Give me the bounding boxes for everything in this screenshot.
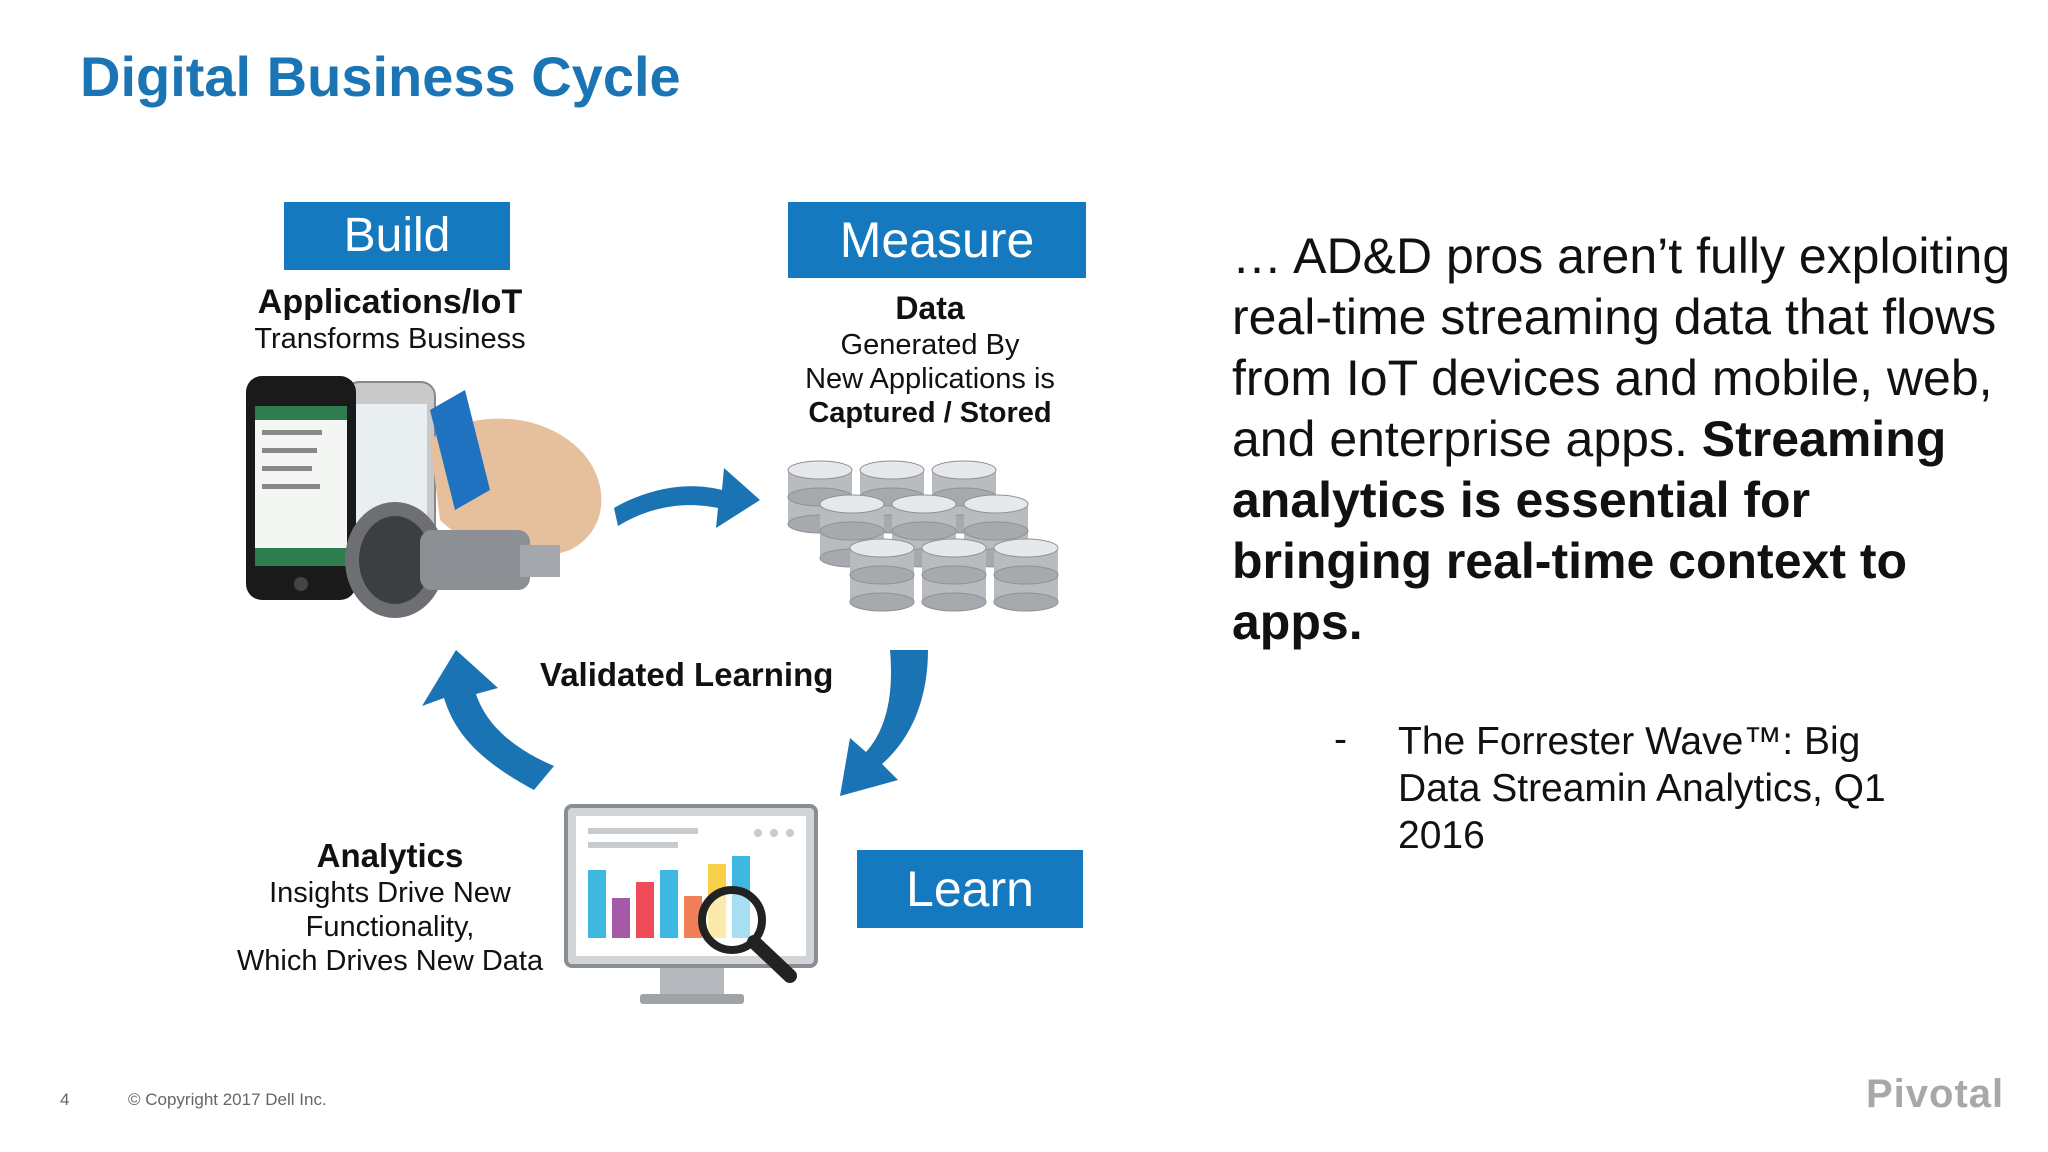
analytics-heading: Analytics bbox=[316, 837, 464, 874]
build-label-box: Build bbox=[284, 202, 510, 270]
build-description: Applications/IoT Transforms Business bbox=[230, 282, 550, 356]
database-cylinder-icon bbox=[921, 538, 987, 612]
page-number: 4 bbox=[60, 1090, 70, 1109]
build-heading: Applications/IoT bbox=[257, 283, 523, 321]
pivotal-logo: Pivotal bbox=[1866, 1072, 2005, 1116]
arrow-measure-to-learn-icon bbox=[840, 650, 928, 796]
quote-source: The Forrester Wave™: Big Data Streamin A… bbox=[1398, 720, 1886, 857]
arrow-learn-to-build-icon bbox=[422, 650, 554, 790]
arrow-build-to-measure-icon bbox=[614, 468, 760, 528]
measure-line-1: Generated By bbox=[840, 329, 1020, 361]
slide-title: Digital Business Cycle bbox=[80, 45, 681, 108]
database-cylinder-icon bbox=[849, 538, 915, 612]
analytics-description: Analytics Insights Drive New Functionali… bbox=[220, 836, 560, 978]
forrester-quote: … AD&D pros aren’t fully exploiting real… bbox=[1232, 226, 2012, 653]
copyright: © Copyright 2017 Dell Inc. bbox=[128, 1090, 327, 1109]
quote-bold-text: Streaming analytics is essential for bri… bbox=[1232, 411, 1947, 650]
database-illustration bbox=[787, 460, 1059, 612]
quote-normal-text: … AD&D pros aren’t fully exploiting real… bbox=[1232, 228, 2011, 467]
measure-line-2: New Applications is bbox=[805, 363, 1055, 395]
measure-heading: Data bbox=[895, 290, 965, 326]
measure-line-3: Captured / Stored bbox=[808, 397, 1052, 429]
measure-label-box: Measure bbox=[788, 202, 1086, 278]
analytics-line-3: Which Drives New Data bbox=[236, 945, 544, 977]
build-line-1: Transforms Business bbox=[254, 323, 526, 355]
analytics-monitor-illustration bbox=[564, 804, 818, 1004]
quote-source-dash: - bbox=[1334, 718, 1347, 761]
learn-label-box: Learn bbox=[857, 850, 1083, 928]
database-cylinder-icon bbox=[993, 538, 1059, 612]
measure-description: Data Generated By New Applications is Ca… bbox=[770, 288, 1090, 430]
devices-illustration bbox=[246, 376, 602, 618]
analytics-line-1: Insights Drive New bbox=[269, 877, 511, 909]
analytics-line-2: Functionality, bbox=[305, 911, 475, 943]
validated-learning-label: Validated Learning bbox=[540, 656, 834, 693]
